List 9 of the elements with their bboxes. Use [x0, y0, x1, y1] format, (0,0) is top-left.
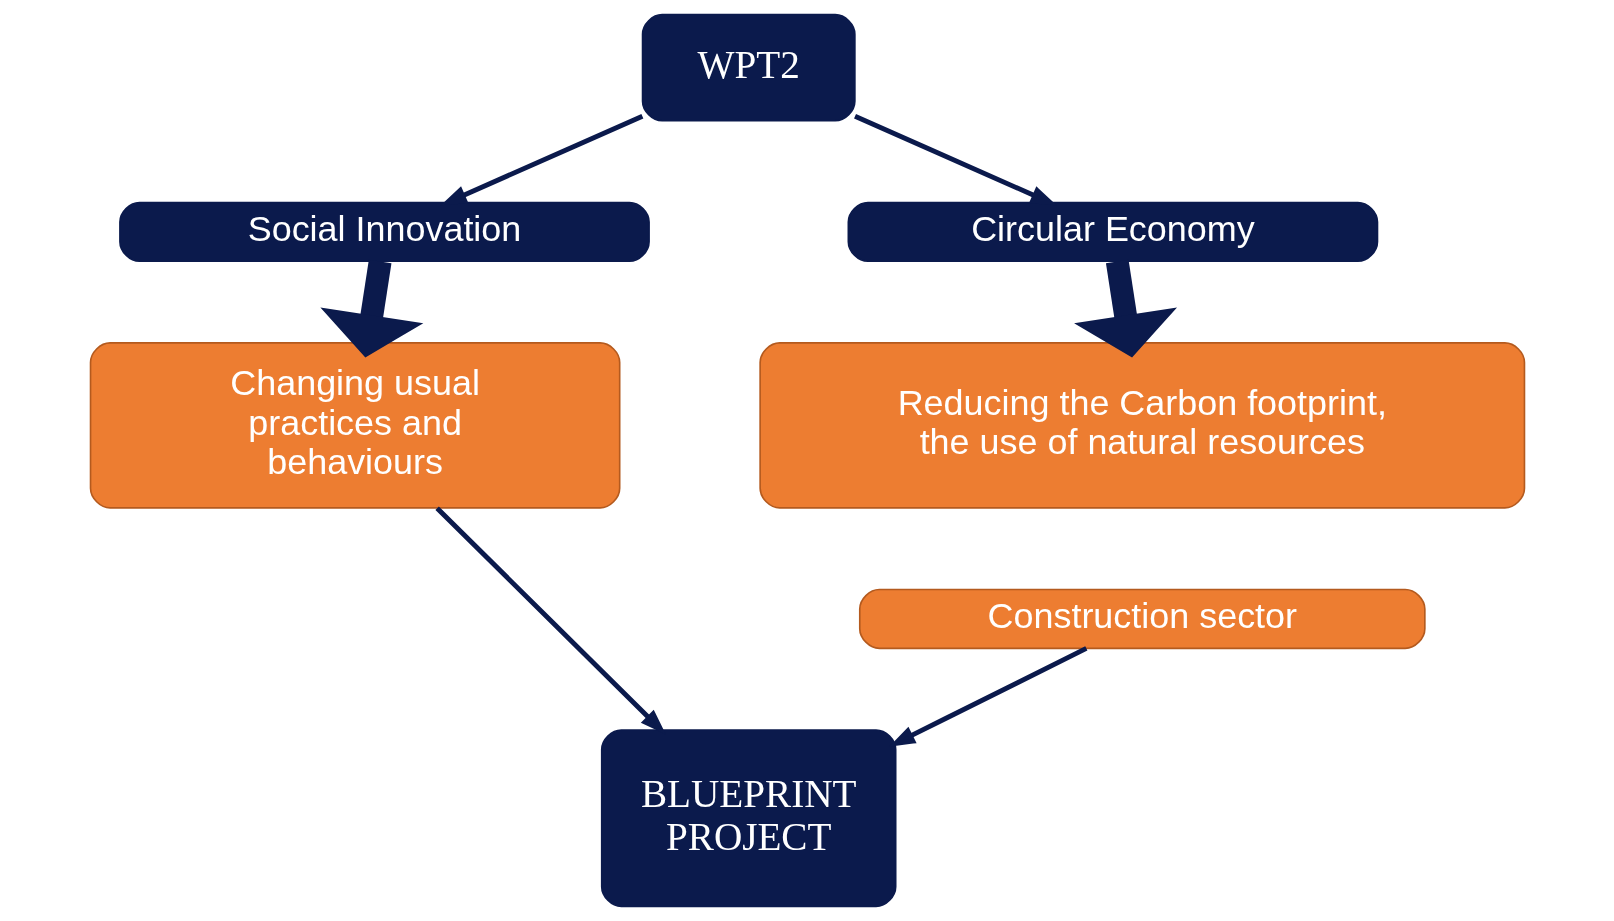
- node-box: Construction sector: [858, 588, 1426, 650]
- node-box: Reducing the Carbon footprint, the use of natural resources: [758, 342, 1525, 509]
- node-box: BLUEPRINT PROJECT: [600, 729, 896, 908]
- arrow: [319, 259, 423, 358]
- node-box: Changing usual practices and behaviours: [89, 342, 620, 509]
- node-box: Circular Economy: [847, 201, 1378, 263]
- node-box: WPT2: [641, 13, 856, 122]
- arrow: [1073, 259, 1177, 358]
- node-box: Social Innovation: [118, 201, 650, 263]
